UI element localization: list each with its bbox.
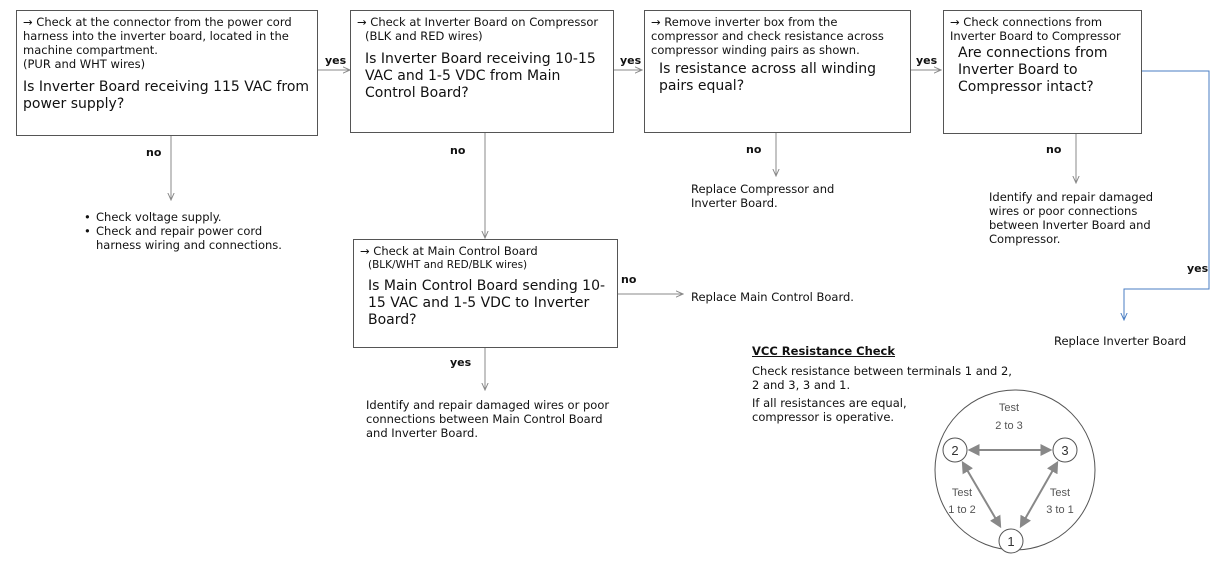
box5-wires: (BLK/WHT and RED/BLK wires) bbox=[368, 259, 528, 271]
outcome-repair-harness: Check and repair power cord harness wiri… bbox=[84, 224, 296, 252]
terminal-3-circle bbox=[1052, 437, 1078, 463]
label-no-b2: no bbox=[450, 144, 466, 157]
label-no-b4: no bbox=[1046, 143, 1062, 156]
outcome-replace-inverter: Replace Inverter Board bbox=[1054, 334, 1187, 348]
test-label-3-1: Test bbox=[1050, 487, 1070, 499]
label-no-b3: no bbox=[746, 143, 762, 156]
outcome-check-voltage: Check voltage supply. bbox=[84, 210, 296, 224]
box1-wires: (PUR and WHT wires) bbox=[23, 57, 146, 71]
terminal-1-circle bbox=[998, 528, 1024, 554]
box2-wires: (BLK and RED wires) bbox=[365, 29, 483, 43]
vcc-title: VCC Resistance Check bbox=[752, 344, 896, 358]
terminal-2-circle bbox=[942, 437, 968, 463]
box4-question: Are connections from Inverter Board to C… bbox=[958, 45, 1108, 95]
outcome-b1-no: Check voltage supply. Check and repair p… bbox=[78, 210, 296, 252]
box1-instruction-text: → Check at the connector from the power … bbox=[23, 15, 292, 57]
vcc-outer-circle bbox=[934, 389, 1096, 551]
label-yes-b5: yes bbox=[450, 356, 472, 369]
box3-question: Is resistance across all winding pairs e… bbox=[659, 61, 876, 94]
label-no-b5: no bbox=[621, 273, 637, 286]
outcome-replace-main-board: Replace Main Control Board. bbox=[691, 290, 854, 304]
terminal-1-label: 1 bbox=[1007, 534, 1014, 549]
test-arrow-1-2 bbox=[961, 460, 1002, 529]
outcome-repair-mcb-wires: Identify and repair damaged wires or poo… bbox=[366, 398, 610, 440]
vcc-instruction: Check resistance between terminals 1 and… bbox=[752, 364, 1012, 392]
outcome-repair-connections: Identify and repair damaged wires or poo… bbox=[989, 190, 1154, 246]
outcome-replace-compressor: Replace Compressor and Inverter Board. bbox=[691, 182, 835, 210]
test-arrow-3-1 bbox=[1019, 460, 1059, 529]
test-label-1-2: Test bbox=[952, 487, 972, 499]
box4-instruction: → Check connections from Inverter Board … bbox=[950, 15, 1121, 43]
test-pair-1-2: 1 to 2 bbox=[948, 504, 976, 516]
box2-instruction: → Check at Inverter Board on Compressor … bbox=[357, 15, 607, 43]
vcc-terminal-diagram: 2 3 1 Test 2 to 3 Test 1 to 2 Test 3 to … bbox=[934, 389, 1096, 554]
box-check-power-connector: → Check at the connector from the power … bbox=[16, 10, 318, 136]
box1-question: Is Inverter Board receiving 115 VAC from… bbox=[23, 79, 310, 112]
box5-question: Is Main Control Board sending 10-15 VAC … bbox=[368, 278, 606, 328]
box3-instruction: → Remove inverter box from the compresso… bbox=[651, 15, 884, 57]
terminal-3-label: 3 bbox=[1061, 443, 1068, 458]
label-no-b1: no bbox=[146, 146, 162, 159]
box-check-compressor-resistance: → Remove inverter box from the compresso… bbox=[644, 10, 911, 133]
label-yes-b2: yes bbox=[620, 54, 642, 67]
label-yes-b1: yes bbox=[325, 54, 347, 67]
box1-instruction: → Check at the connector from the power … bbox=[23, 15, 311, 71]
box2-question: Is Inverter Board receiving 10-15 VAC an… bbox=[365, 51, 596, 101]
test-pair-3-1: 3 to 1 bbox=[1046, 504, 1074, 516]
box-check-inverter-board: → Check at Inverter Board on Compressor … bbox=[350, 10, 614, 133]
box-check-main-control-board: → Check at Main Control Board (BLK/WHT a… bbox=[353, 239, 618, 348]
vcc-result-note: If all resistances are equal, compressor… bbox=[752, 396, 907, 424]
label-yes-b3: yes bbox=[916, 54, 938, 67]
arrow-b4-yes bbox=[1124, 70, 1210, 320]
box5-instruction-text: → Check at Main Control Board bbox=[360, 244, 538, 258]
box5-instruction: → Check at Main Control Board (BLK/WHT a… bbox=[360, 244, 611, 272]
terminal-2-label: 2 bbox=[951, 443, 958, 458]
test-label-2-3: Test bbox=[999, 402, 1019, 414]
test-pair-2-3: 2 to 3 bbox=[995, 420, 1023, 432]
label-yes-b4: yes bbox=[1187, 262, 1209, 275]
box2-instruction-text: → Check at Inverter Board on Compressor bbox=[357, 15, 599, 29]
box-check-connections: → Check connections from Inverter Board … bbox=[943, 10, 1142, 134]
